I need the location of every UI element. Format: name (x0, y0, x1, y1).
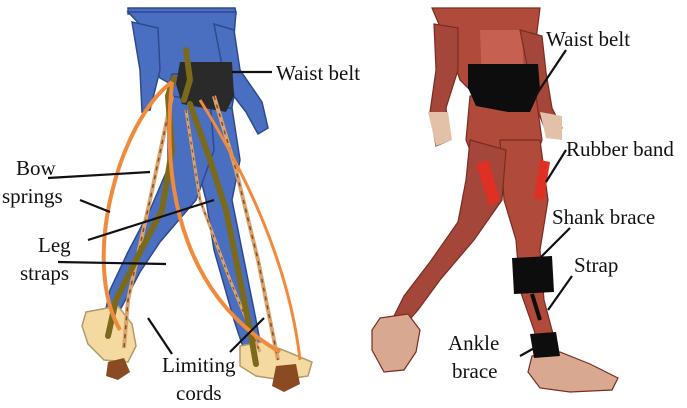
label-limiting-cords-line1: Limiting (162, 353, 236, 377)
right-waist-belt (468, 64, 540, 112)
label-ankle-brace-line1: Ankle (448, 331, 499, 355)
label-bow-springs-line2: springs (2, 184, 63, 208)
label-leg-straps-line2: straps (20, 261, 69, 285)
label-leg-straps-line1: Leg (38, 233, 71, 257)
label-waist-belt-right: Waist belt (546, 27, 630, 51)
label-strap: Strap (574, 253, 618, 277)
shank-brace (512, 256, 554, 294)
left-panel: Waist belt Bow springs Leg straps Limiti… (2, 8, 360, 405)
right-panel: Waist belt Rubber band Shank brace Strap… (372, 8, 674, 392)
label-waist-belt-left: Waist belt (276, 61, 360, 85)
label-shank-brace: Shank brace (552, 205, 655, 229)
label-ankle-brace-line2: brace (452, 359, 497, 383)
label-bow-springs-line1: Bow (16, 156, 57, 180)
label-rubber-band: Rubber band (566, 137, 674, 161)
ankle-brace (530, 332, 560, 358)
label-limiting-cords-line2: cords (176, 381, 222, 405)
